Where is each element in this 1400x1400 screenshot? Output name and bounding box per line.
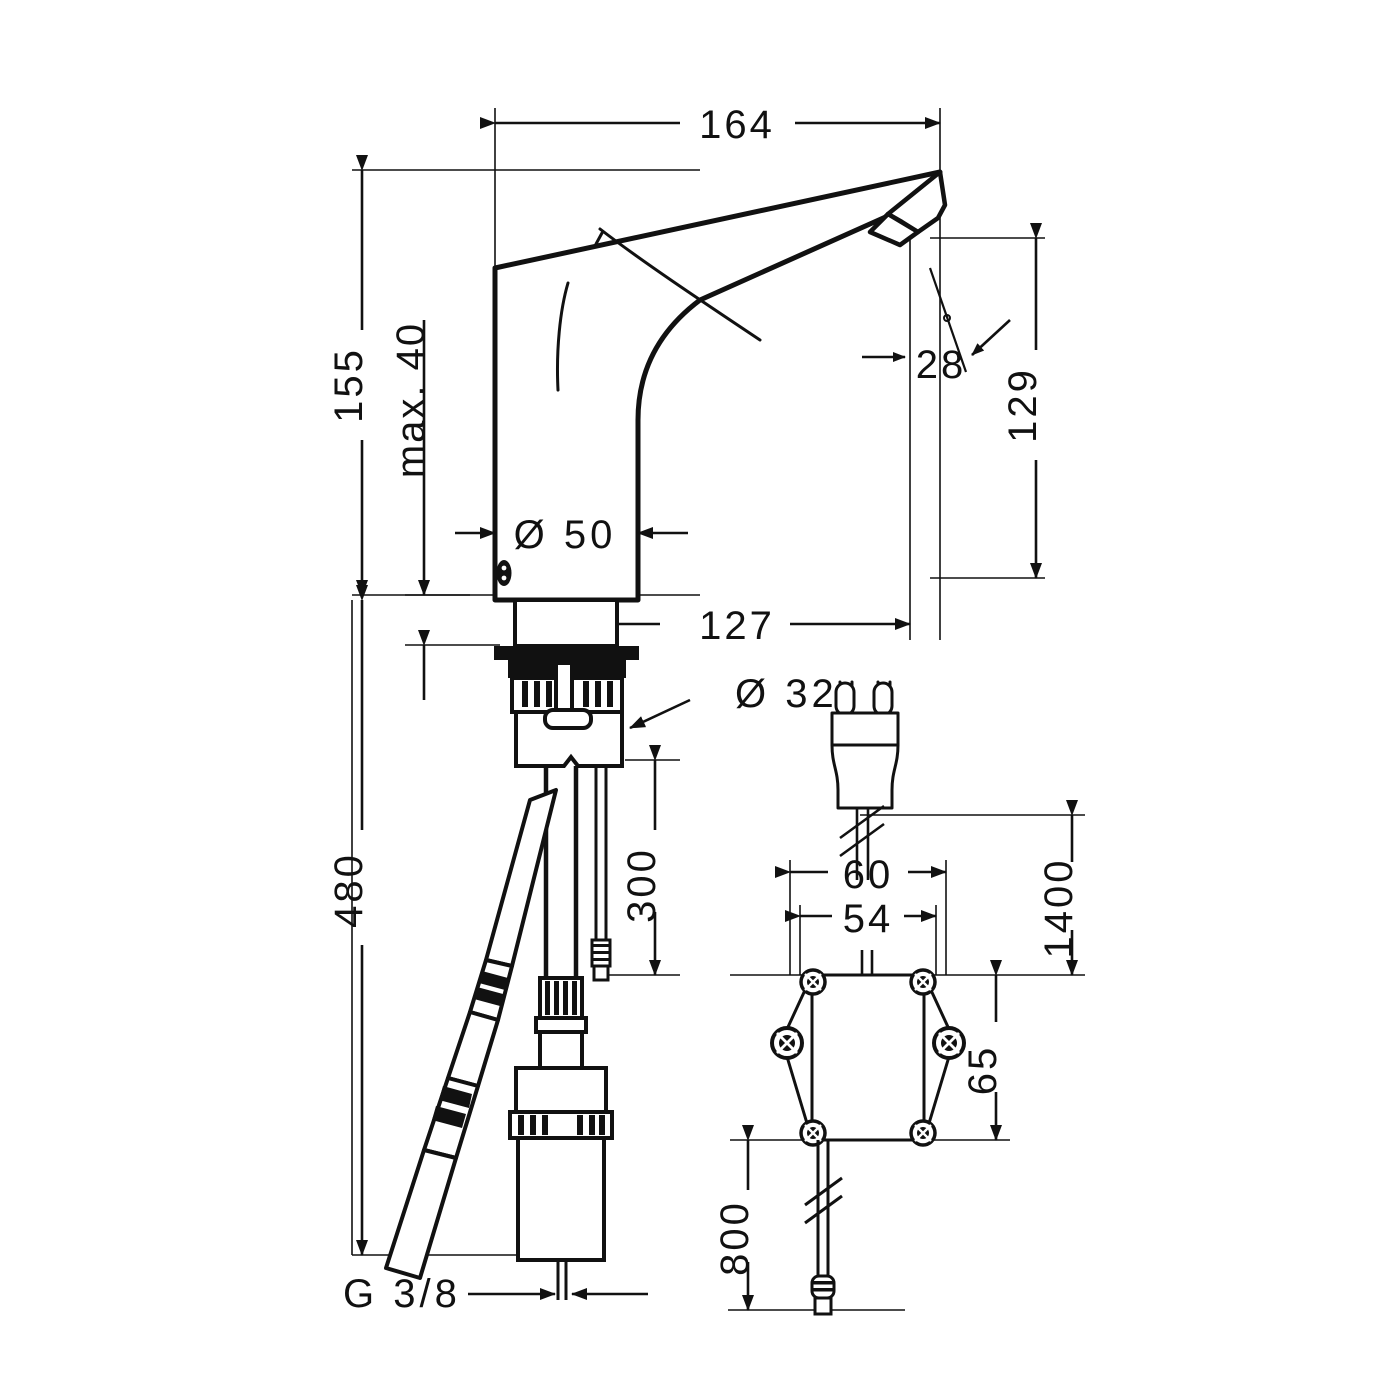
dimension-800: 800 bbox=[713, 1125, 757, 1311]
dim-54-label: 54 bbox=[843, 897, 894, 941]
dim-800-label: 800 bbox=[713, 1200, 757, 1276]
dimension-g38: G 3/8 bbox=[343, 1272, 648, 1316]
mounting-hardware bbox=[494, 598, 639, 768]
dim-65-label: 65 bbox=[961, 1045, 1005, 1096]
dimension-300: 300 bbox=[620, 745, 664, 976]
dimension-480: 480 bbox=[327, 585, 371, 1256]
dimension-129: 129 bbox=[1001, 223, 1045, 579]
dimension-65: 65 bbox=[961, 960, 1005, 1141]
sensor-eye-icon bbox=[496, 560, 512, 586]
dimension-1400: 1400 bbox=[1037, 800, 1081, 976]
faucet-spout-detail bbox=[867, 169, 948, 248]
power-supply-box bbox=[780, 950, 956, 1142]
dimension-164: 164 bbox=[480, 103, 941, 147]
dim-129-label: 129 bbox=[1001, 367, 1045, 443]
sensor-cable bbox=[590, 766, 612, 982]
dim-164-label: 164 bbox=[699, 103, 775, 147]
dimension-60: 60 bbox=[775, 853, 947, 975]
dim-g38-label: G 3/8 bbox=[343, 1272, 461, 1316]
dim-max40-label: max. 40 bbox=[389, 322, 433, 478]
box-screws bbox=[770, 968, 966, 1147]
dim-155-label: 155 bbox=[327, 347, 371, 423]
dimension-max40: max. 40 bbox=[389, 320, 433, 700]
mains-cord bbox=[839, 804, 885, 880]
dimension-54: 54 bbox=[785, 897, 937, 975]
dim-127-label: 127 bbox=[699, 604, 775, 648]
dim-28-label: 28 bbox=[916, 343, 967, 387]
supply-hose-angled bbox=[384, 788, 558, 1280]
dim-300-label: 300 bbox=[620, 847, 664, 923]
dim-d32-label: Ø 32 bbox=[735, 672, 838, 716]
low-voltage-cable bbox=[804, 1140, 843, 1316]
dimension-28: 28 bbox=[862, 267, 1011, 387]
faucet-body bbox=[492, 169, 943, 603]
dim-d50-label: Ø 50 bbox=[514, 513, 617, 557]
dimension-155: 155 bbox=[327, 155, 371, 596]
dimension-d50: Ø 50 bbox=[455, 513, 688, 557]
dimension-d32: Ø 32 bbox=[629, 672, 838, 730]
faucet-blend-lines bbox=[555, 227, 762, 392]
dim-1400-label: 1400 bbox=[1037, 858, 1081, 959]
dim-480-label: 480 bbox=[327, 852, 371, 928]
mains-plug-icon bbox=[830, 680, 900, 810]
dim-60-label: 60 bbox=[843, 853, 894, 897]
